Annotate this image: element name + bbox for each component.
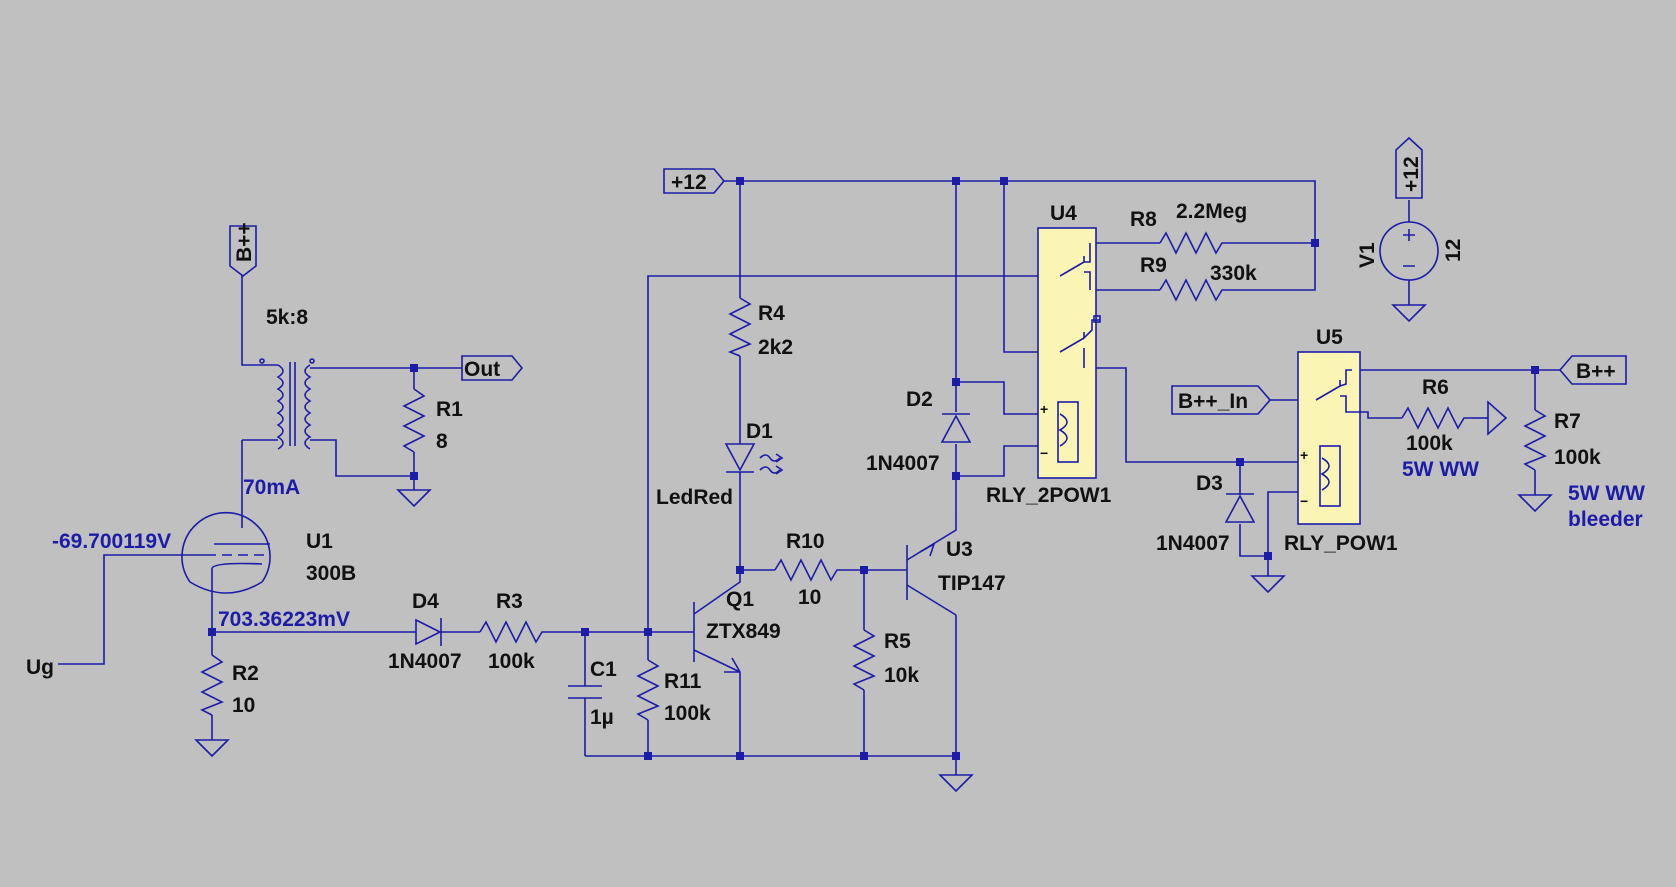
svg-text:+12: +12 (1400, 156, 1423, 192)
svg-text:D1: D1 (746, 420, 773, 443)
svg-text:B++: B++ (1576, 360, 1616, 383)
plus-mark: + (1040, 401, 1048, 417)
port-bpp-right: B++ (1558, 355, 1627, 385)
port-bpp-in: B++_In (1171, 385, 1272, 415)
transistor-q1: Q1 ZTX849 (693, 570, 781, 673)
svg-text:Q1: Q1 (726, 588, 754, 611)
svg-text:+12: +12 (671, 171, 707, 194)
minus-mark: − (1300, 493, 1308, 509)
svg-text:V1: V1 (1356, 242, 1379, 268)
port-out: Out (461, 355, 524, 381)
svg-text:1N4007: 1N4007 (388, 650, 462, 673)
svg-text:300B: 300B (306, 562, 356, 585)
svg-text:RLY_2POW1: RLY_2POW1 (986, 484, 1112, 507)
svg-text:1N4007: 1N4007 (866, 452, 940, 475)
svg-text:C1: C1 (590, 658, 617, 681)
transformer: 5k:8 (259, 306, 315, 450)
resistor-r9: R9 330k (1140, 254, 1257, 302)
junctions (208, 177, 1539, 760)
transistor-u3: U3 TIP147 (906, 515, 1006, 616)
ground-symbol (396, 489, 432, 508)
svg-text:U4: U4 (1050, 202, 1077, 225)
capacitor-c1: C1 1µ (568, 658, 617, 729)
voltage-source-v1: V1 12 (1356, 221, 1465, 323)
svg-text:R8: R8 (1130, 208, 1157, 231)
svg-text:R4: R4 (758, 302, 785, 325)
svg-text:R10: R10 (786, 530, 825, 553)
resistor-r2: R2 10 (200, 654, 259, 717)
svg-text:5W WW: 5W WW (1402, 458, 1479, 481)
svg-text:R2: R2 (232, 662, 259, 685)
svg-text:2.2Meg: 2.2Meg (1176, 200, 1247, 223)
svg-text:TIP147: TIP147 (938, 572, 1006, 595)
diode-d4: D4 1N4007 (388, 590, 462, 673)
svg-text:D4: D4 (412, 590, 439, 613)
svg-text:1N4007: 1N4007 (1156, 532, 1230, 555)
diode-d3: D3 1N4007 (1156, 472, 1256, 555)
svg-text:bleeder: bleeder (1568, 508, 1643, 531)
svg-text:ZTX849: ZTX849 (706, 620, 781, 643)
resistor-r1: R1 8 (402, 388, 463, 453)
svg-text:-69.700119V: -69.700119V (52, 530, 171, 553)
svg-text:12: 12 (1442, 239, 1465, 262)
svg-text:5W WW: 5W WW (1568, 482, 1645, 505)
relay-u5: + − U5 RLY_POW1 (1284, 326, 1398, 555)
svg-text:100k: 100k (664, 702, 711, 725)
minus-mark: − (1040, 445, 1048, 461)
svg-text:Out: Out (464, 358, 500, 381)
diode-d2: D2 1N4007 (866, 388, 972, 475)
svg-text:R1: R1 (436, 398, 463, 421)
svg-text:703.36223mV: 703.36223mV (218, 608, 350, 631)
port-ug: Ug (26, 656, 54, 679)
svg-text:U3: U3 (946, 538, 973, 561)
port-plus12-v1: +12 (1395, 136, 1423, 199)
resistor-r4: R4 2k2 (727, 297, 793, 359)
svg-text:100k: 100k (1554, 446, 1601, 469)
svg-text:2k2: 2k2 (758, 336, 793, 359)
triode-u1: U1 300B 70mA -69.700119V 703.36223mV (52, 476, 356, 631)
svg-text:1µ: 1µ (590, 706, 614, 729)
svg-text:R6: R6 (1422, 376, 1449, 399)
svg-text:5k:8: 5k:8 (266, 306, 308, 329)
svg-text:R3: R3 (496, 590, 523, 613)
svg-text:U5: U5 (1316, 326, 1343, 349)
svg-text:D2: D2 (906, 388, 933, 411)
svg-text:10: 10 (798, 586, 821, 609)
port-plus12-main: +12 (663, 168, 726, 194)
svg-text:B++: B++ (233, 222, 256, 262)
resistor-r11: R11 100k (636, 659, 711, 725)
resistor-r3: R3 100k (479, 590, 548, 673)
svg-text:U1: U1 (306, 530, 333, 553)
ground-symbol (1250, 575, 1286, 594)
led-d1: D1 LedRed (656, 420, 784, 509)
svg-text:R11: R11 (664, 670, 702, 693)
svg-text:RLY_POW1: RLY_POW1 (1284, 532, 1398, 555)
plus-mark: + (1300, 447, 1308, 463)
svg-text:R5: R5 (884, 630, 911, 653)
resistor-r7: R7 100k 5W WW bleeder (1517, 409, 1645, 531)
ground-symbol (938, 774, 974, 793)
svg-text:R7: R7 (1554, 410, 1581, 433)
resistor-r6: R6 100k 5W WW (1401, 376, 1508, 481)
svg-text:10k: 10k (884, 664, 919, 687)
resistor-r8: R8 2.2Meg (1130, 200, 1252, 255)
svg-text:70mA: 70mA (243, 476, 300, 499)
wires (58, 180, 1560, 775)
ground-symbol (194, 739, 230, 758)
relay-u4: + − U4 RLY_2POW1 (986, 202, 1112, 507)
svg-text:R9: R9 (1140, 254, 1167, 277)
svg-text:100k: 100k (1406, 432, 1453, 455)
port-bpp-top: B++ (229, 222, 257, 278)
resistor-r10: R10 10 (774, 530, 845, 609)
svg-text:B++_In: B++_In (1178, 390, 1248, 413)
resistor-r5: R5 10k (852, 629, 919, 691)
svg-text:LedRed: LedRed (656, 486, 733, 509)
svg-text:8: 8 (436, 430, 448, 453)
svg-text:330k: 330k (1210, 262, 1257, 285)
svg-text:100k: 100k (488, 650, 535, 673)
svg-text:D3: D3 (1196, 472, 1223, 495)
svg-text:10: 10 (232, 694, 255, 717)
